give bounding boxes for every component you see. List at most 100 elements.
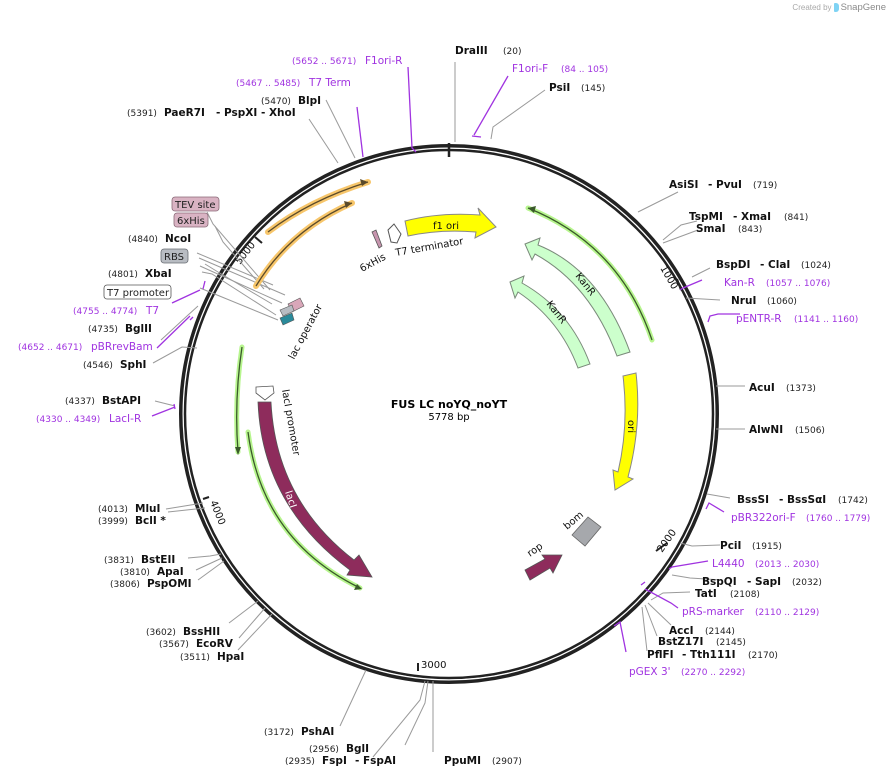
enzyme-ncoi[interactable]: (4840)NcoI — [128, 233, 191, 245]
primer-pentr-r[interactable]: pENTR-R(1141 .. 1160) — [736, 313, 858, 325]
enzyme-xbai[interactable]: (4801)XbaI — [108, 268, 172, 280]
svg-text:(4652 .. 4671): (4652 .. 4671) — [18, 343, 82, 353]
enzyme-apai[interactable]: (3810)ApaI — [120, 566, 184, 578]
primer-t7-term[interactable]: (5467 .. 5485)T7 Term — [236, 77, 351, 89]
enzyme-alwni[interactable]: AlwNI(1506) — [749, 424, 825, 436]
enzyme-tspmi[interactable]: TspMI- XmaI(841) — [689, 211, 808, 223]
svg-text:- XmaI: - XmaI — [733, 211, 771, 223]
svg-text:(3806): (3806) — [110, 580, 140, 590]
svg-text:- PvuI: - PvuI — [708, 179, 742, 191]
primer-laci-r[interactable]: (4330 .. 4349)LacI-R — [36, 413, 141, 425]
svg-text:(84 .. 105): (84 .. 105) — [561, 65, 608, 75]
svg-text:(5391): (5391) — [127, 109, 157, 119]
enzyme-fspi[interactable]: (2935)FspI- FspAI — [285, 755, 396, 767]
svg-text:(1506): (1506) — [795, 426, 825, 436]
feature-laci: lacI — [257, 401, 373, 578]
svg-text:PsiI: PsiI — [549, 82, 570, 94]
enzyme-bcli[interactable]: (3999)BclI * — [98, 515, 166, 527]
svg-text:(2013 .. 2030): (2013 .. 2030) — [755, 560, 819, 570]
insert-arc-outer — [265, 179, 371, 235]
svg-text:(20): (20) — [503, 47, 521, 57]
svg-text:(3602): (3602) — [146, 628, 176, 638]
enzyme-sphi[interactable]: (4546)SphI — [83, 359, 146, 371]
credit-brand: SnapGene — [840, 2, 886, 13]
enzyme-bstz17i[interactable]: BstZ17I(2145) — [658, 636, 746, 648]
enzyme-bsshii[interactable]: (3602)BssHII — [146, 626, 220, 638]
enzyme-asisi[interactable]: AsiSI- PvuI(719) — [669, 179, 777, 191]
svg-text:BlpI: BlpI — [298, 95, 321, 107]
svg-text:- BssSαI: - BssSαI — [779, 494, 826, 506]
primer-l4440[interactable]: L4440(2013 .. 2030) — [712, 558, 819, 570]
svg-text:BspQI: BspQI — [702, 576, 737, 588]
primer-pgex3[interactable]: pGEX 3'(2270 .. 2292) — [629, 666, 745, 678]
enzyme-bsssi[interactable]: BssSI- BssSαI(1742) — [737, 494, 868, 506]
svg-text:(3831): (3831) — [104, 556, 134, 566]
svg-text:(3511): (3511) — [180, 653, 210, 663]
svg-text:BspDI: BspDI — [716, 259, 750, 271]
svg-text:BstAPI: BstAPI — [102, 395, 141, 407]
primer-f1ori-f[interactable]: F1ori-F(84 .. 105) — [512, 63, 608, 75]
enzyme-bstapi[interactable]: (4337)BstAPI — [65, 395, 141, 407]
enzyme-nrui[interactable]: NruI(1060) — [731, 295, 797, 307]
enzyme-paer7i[interactable]: (5391)PaeR7I- PspXI - XhoI — [127, 107, 296, 119]
svg-text:MluI: MluI — [135, 503, 160, 515]
enzyme-ppumi[interactable]: PpuMI(2907) — [444, 755, 522, 767]
svg-text:(2032): (2032) — [792, 578, 822, 588]
primer-kan-r[interactable]: Kan-R(1057 .. 1076) — [724, 277, 830, 289]
enzyme-pflfi[interactable]: PflFI- Tth111I(2170) — [647, 649, 778, 661]
enzyme-psi1[interactable]: PsiI (145) — [549, 82, 605, 94]
feature-label-rbs[interactable]: RBS — [160, 248, 189, 264]
enzyme-mlui[interactable]: (4013)MluI — [98, 503, 160, 515]
svg-text:(145): (145) — [581, 84, 605, 94]
svg-text:- SapI: - SapI — [747, 576, 781, 588]
svg-text:(2145): (2145) — [716, 638, 746, 648]
laci-orf-arc-short — [234, 344, 245, 455]
enzyme-bspqi[interactable]: BspQI - SapI (2032) — [702, 576, 822, 588]
enzyme-ecorv[interactable]: (3567)EcoRV — [159, 638, 234, 650]
enzyme-smai[interactable]: SmaI(843) — [696, 223, 762, 235]
svg-text:rop: rop — [525, 541, 545, 559]
enzyme-bsteii[interactable]: (3831)BstEII — [104, 554, 175, 566]
enzyme-bspdi[interactable]: BspDI- ClaI(1024) — [716, 259, 831, 271]
enzyme-acui[interactable]: AcuI(1373) — [749, 382, 816, 394]
enzyme-bgli[interactable]: (2956)BglI — [309, 743, 369, 755]
enzyme-blpi[interactable]: (5470)BlpI — [261, 95, 321, 107]
snapgene-logo-icon — [833, 3, 839, 12]
primer-t7[interactable]: (4755 .. 4774)T7 — [73, 305, 159, 317]
primer-f1ori-r[interactable]: (5652 .. 5671)F1ori-R — [292, 55, 402, 67]
enzyme-acci[interactable]: AccI(2144) — [669, 625, 735, 637]
svg-text:DraIII: DraIII — [455, 45, 488, 57]
svg-text:pBR322ori-F: pBR322ori-F — [731, 512, 796, 524]
enzyme-bglii[interactable]: (4735)BglII — [88, 323, 152, 335]
primer-pbrrevbam[interactable]: (4652 .. 4671)pBRrevBam — [18, 341, 153, 353]
enzyme-pcii[interactable]: PciI(1915) — [720, 540, 782, 552]
primer-pbr322ori-f[interactable]: pBR322ori-F(1760 .. 1779) — [731, 512, 870, 524]
svg-text:(4330 .. 4349): (4330 .. 4349) — [36, 415, 100, 425]
svg-text:PspOMI: PspOMI — [147, 578, 192, 590]
svg-text:NcoI: NcoI — [165, 233, 191, 245]
svg-text:pENTR-R: pENTR-R — [736, 313, 782, 325]
svg-text:ApaI: ApaI — [157, 566, 184, 578]
insert-arc-inner — [253, 200, 355, 289]
svg-text:TspMI: TspMI — [689, 211, 723, 223]
plasmid-name: FUS LC noYQ_noYT — [391, 398, 508, 411]
svg-text:AccI: AccI — [669, 625, 693, 637]
svg-text:(2110 .. 2129): (2110 .. 2129) — [755, 608, 819, 618]
feature-label-tev-site[interactable]: TEV site — [171, 196, 220, 212]
feature-ori: ori — [612, 372, 639, 491]
feature-label-6xhis[interactable]: 6xHis — [173, 212, 209, 228]
feature-bom: bom — [562, 510, 602, 547]
svg-text:PaeR7I: PaeR7I — [164, 107, 205, 119]
enzyme-hpai[interactable]: (3511)HpaI — [180, 651, 244, 663]
svg-text:- FspAI: - FspAI — [355, 755, 396, 767]
enzyme-dra3[interactable]: DraIII (20) — [455, 45, 521, 57]
enzyme-pshai[interactable]: (3172)PshAI — [264, 726, 334, 738]
svg-text:F1ori-R: F1ori-R — [365, 55, 402, 67]
primer-prs-marker[interactable]: pRS-marker(2110 .. 2129) — [682, 606, 819, 618]
svg-text:TEV site: TEV site — [174, 200, 216, 211]
feature-label-t7-promoter[interactable]: T7 promoter — [103, 284, 172, 300]
enzyme-pspomi[interactable]: (3806) PspOMI — [110, 578, 192, 590]
enzyme-tati[interactable]: TatI(2108) — [695, 588, 760, 600]
svg-text:FspI: FspI — [322, 755, 347, 767]
